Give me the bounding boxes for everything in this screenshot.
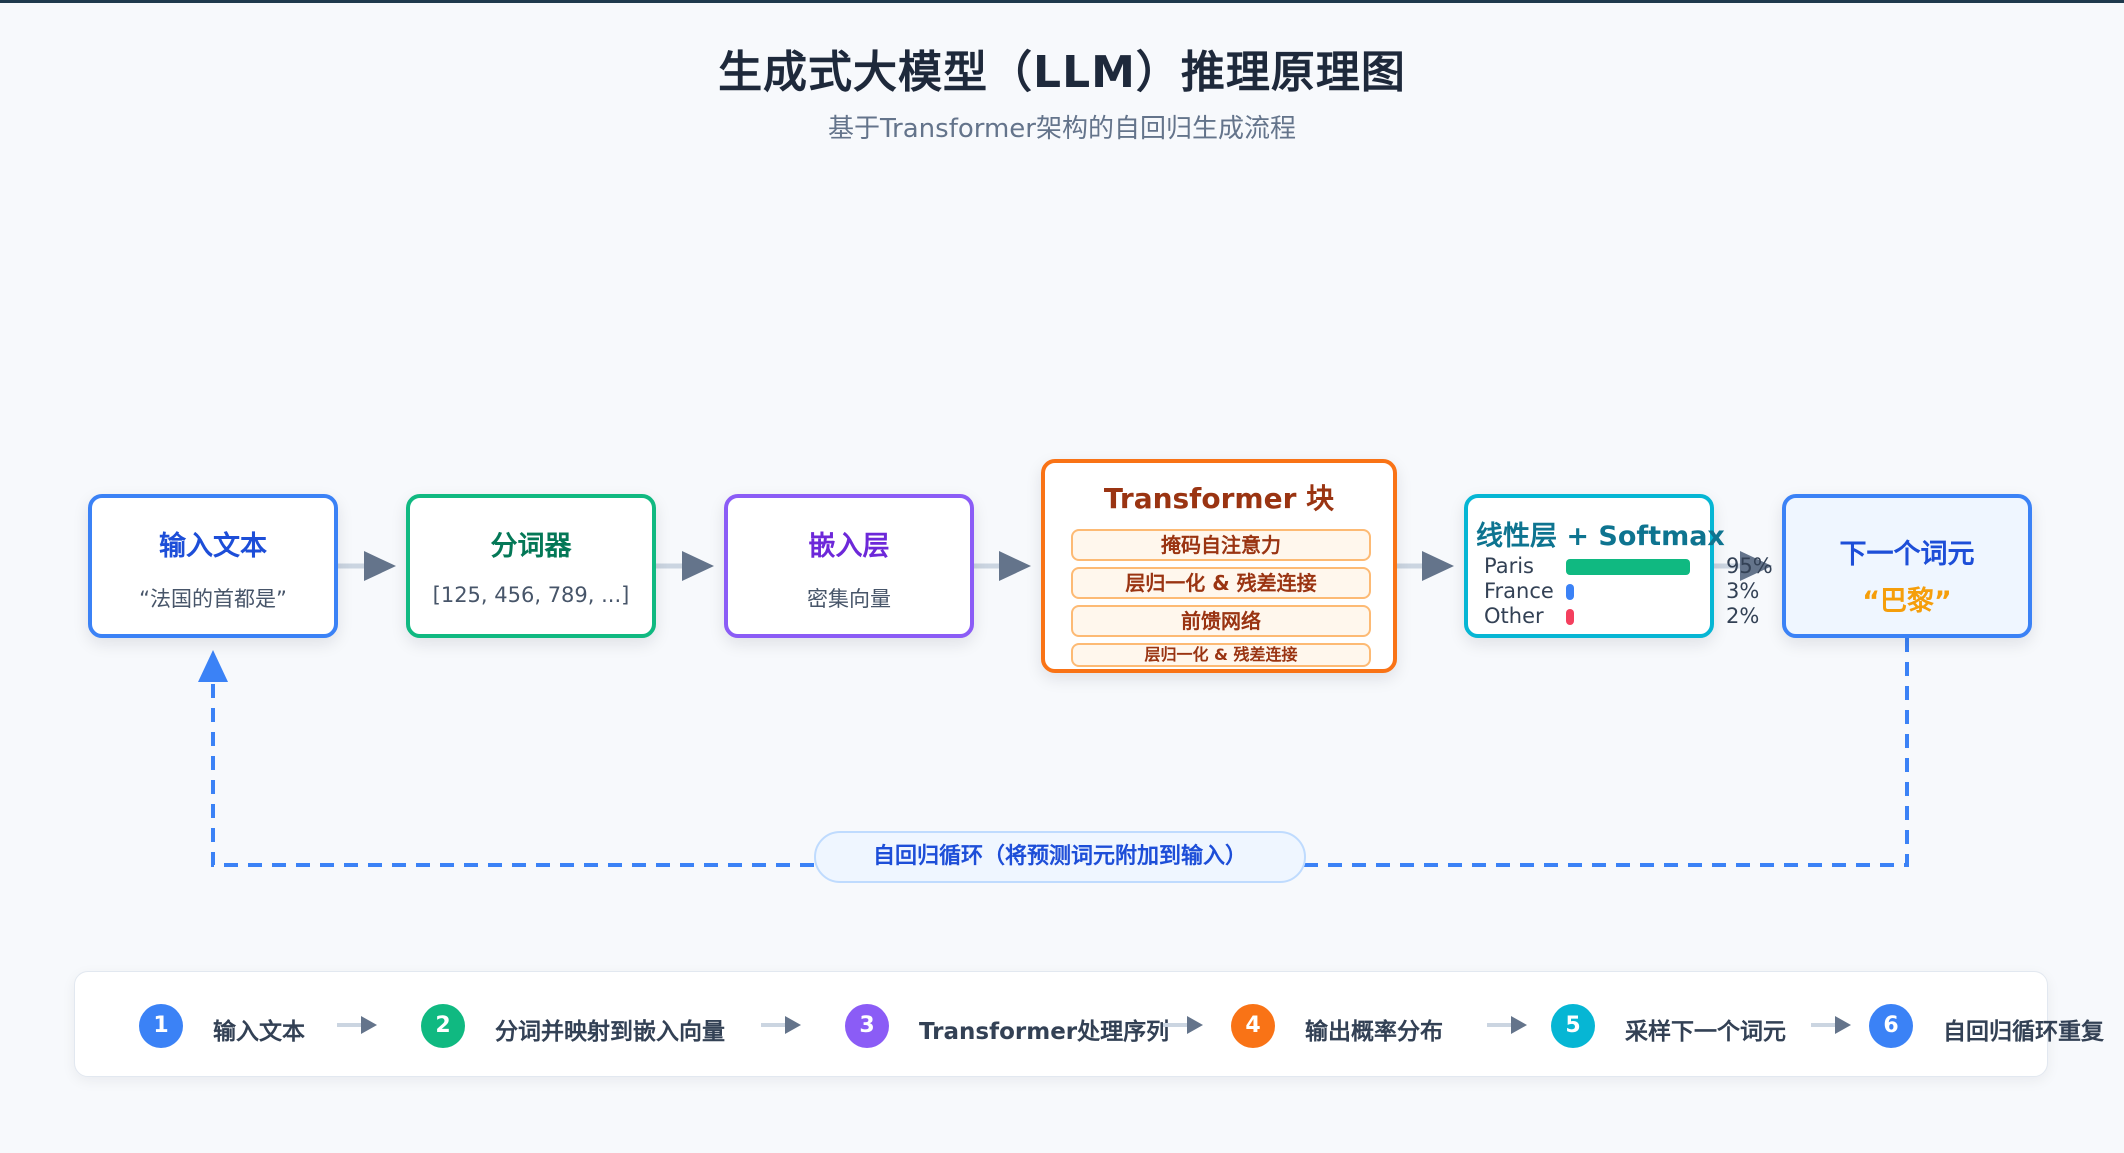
step-label: 输出概率分布 — [1305, 1019, 1443, 1045]
node-title: 分词器 — [490, 531, 572, 562]
prob-bar — [1566, 559, 1690, 575]
prob-row-france: France 3% — [1484, 579, 1784, 603]
step-number: 3 — [845, 1004, 889, 1048]
node-title: 线性层 + Softmax — [1476, 521, 1725, 552]
node-tokenizer: 分词器 [125, 456, 789, ...] — [406, 494, 656, 638]
autoregressive-loop-label: 自回归循环（将预测词元附加到输入） — [814, 831, 1306, 883]
arrow-tokenizer-to-embedding — [656, 551, 714, 581]
node-next-token: 下一个词元 “巴黎” — [1782, 494, 2032, 638]
page-title: 生成式大模型（LLM）推理原理图 — [718, 47, 1406, 98]
node-transformer-block: Transformer 块 掩码自注意力 层归一化 & 残差连接 前馈网络 层归… — [1041, 459, 1397, 673]
step-arrow-5 — [1811, 1016, 1851, 1034]
arrow-transformer-to-softmax — [1397, 551, 1454, 581]
step-label: 分词并映射到嵌入向量 — [495, 1019, 725, 1045]
step-number: 6 — [1869, 1004, 1913, 1048]
prob-value: 95% — [1726, 554, 1773, 578]
prob-label: France — [1484, 579, 1554, 603]
step-number: 4 — [1231, 1004, 1275, 1048]
steps-legend: 1 输入文本 2 分词并映射到嵌入向量 3 Transformer处理序列 4 … — [74, 971, 2104, 1077]
node-title: 输入文本 — [159, 531, 267, 562]
step-arrow-1 — [337, 1016, 377, 1034]
node-title: 下一个词元 — [1839, 539, 1975, 570]
step-arrow-2 — [761, 1016, 801, 1034]
step-label: Transformer处理序列 — [919, 1019, 1170, 1045]
prob-bar — [1566, 609, 1574, 625]
top-border — [0, 0, 2124, 3]
layer-masked-self-attention: 掩码自注意力 — [1071, 529, 1371, 561]
prob-label: Other — [1484, 604, 1544, 628]
step-number: 5 — [1551, 1004, 1595, 1048]
node-title: 嵌入层 — [808, 531, 890, 562]
layer-norm-residual-2: 层归一化 & 残差连接 — [1071, 643, 1371, 667]
node-embedding: 嵌入层 密集向量 — [724, 494, 974, 638]
prob-value: 3% — [1726, 579, 1760, 603]
node-linear-softmax: 线性层 + Softmax Paris 95% France 3% Other … — [1464, 494, 1773, 638]
prob-row-other: Other 2% — [1484, 604, 1784, 628]
arrow-softmax-to-next — [1714, 551, 1772, 581]
node-subtitle: 密集向量 — [807, 587, 891, 611]
node-subtitle: [125, 456, 789, ...] — [432, 583, 630, 607]
prob-value: 2% — [1726, 604, 1760, 628]
step-label: 采样下一个词元 — [1625, 1019, 1786, 1045]
node-title: Transformer 块 — [1103, 482, 1335, 515]
step-label: 输入文本 — [213, 1019, 305, 1045]
layer-feed-forward: 前馈网络 — [1071, 605, 1371, 637]
step-arrow-4 — [1487, 1016, 1527, 1034]
prob-row-paris: Paris 95% — [1484, 554, 1784, 578]
layer-norm-residual: 层归一化 & 残差连接 — [1071, 567, 1371, 599]
prob-bar — [1566, 584, 1574, 600]
step-number: 2 — [421, 1004, 465, 1048]
arrow-input-to-tokenizer — [338, 551, 396, 581]
arrow-embedding-to-transformer — [974, 551, 1031, 581]
prob-label: Paris — [1484, 554, 1534, 578]
autoregressive-loop-line — [198, 638, 1909, 867]
node-input-text: 输入文本 “法国的首都是” — [88, 494, 338, 638]
page-subtitle: 基于Transformer架构的自回归生成流程 — [827, 114, 1296, 144]
step-label: 自回归循环重复 — [1943, 1019, 2104, 1045]
node-subtitle: “法国的首都是” — [139, 587, 287, 611]
step-arrow-3 — [1163, 1016, 1203, 1034]
step-number: 1 — [139, 1004, 183, 1048]
predicted-token: “巴黎” — [1862, 586, 1952, 617]
